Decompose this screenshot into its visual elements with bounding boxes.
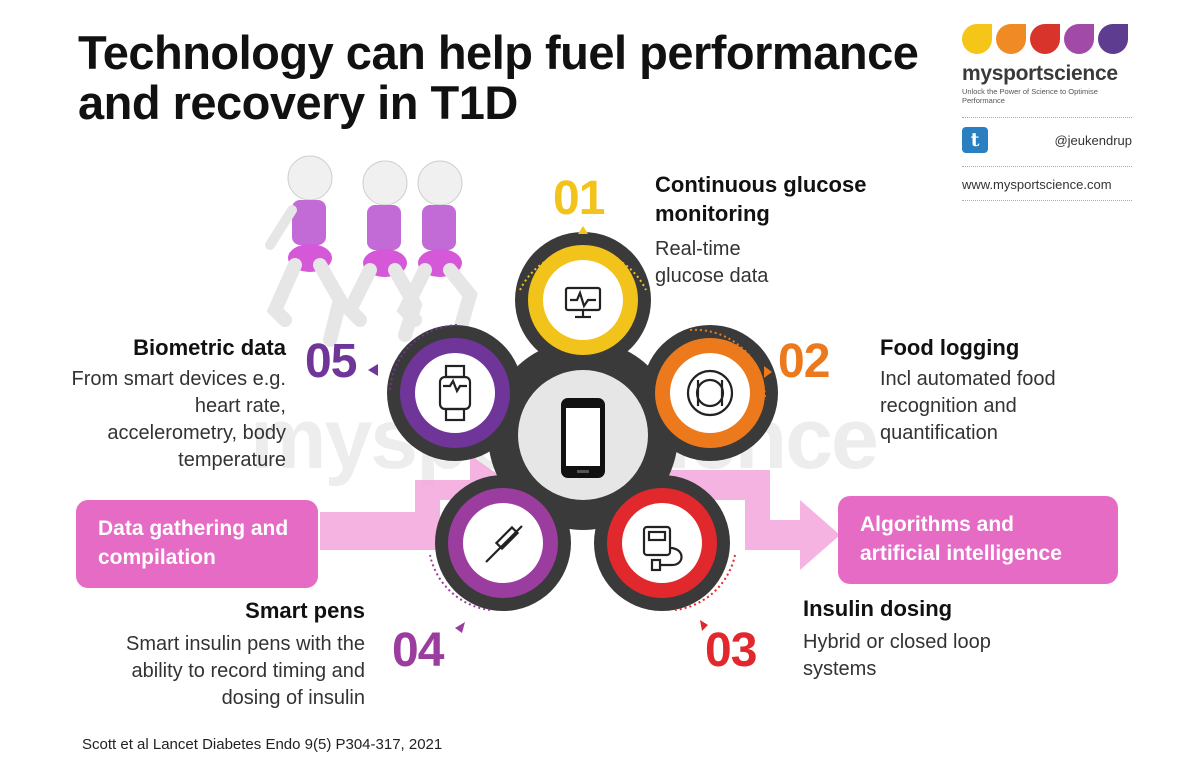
logo-drop	[996, 24, 1026, 54]
ring-04[interactable]	[448, 488, 558, 598]
number-02: 02	[778, 335, 830, 388]
item-description: Incl automated food recognition and quan…	[880, 368, 1056, 444]
item-heading: Insulin dosing	[803, 596, 953, 621]
number-03: 03	[705, 624, 757, 677]
ring-03[interactable]	[607, 488, 717, 598]
item-heading: Biometric data	[133, 335, 286, 360]
divider	[962, 200, 1132, 201]
ring-05[interactable]	[400, 338, 510, 448]
divider	[962, 166, 1132, 167]
item-heading: Smart pens	[245, 598, 365, 623]
brand-tagline: Unlock the Power of Science to Optimise …	[962, 87, 1098, 105]
item-heading: Food logging	[880, 335, 1020, 360]
citation: Scott et al Lancet Diabetes Endo 9(5) P3…	[82, 736, 443, 753]
item-01-block: Continuous glucose monitoring Real-time …	[655, 170, 925, 290]
number-05: 05	[305, 335, 357, 388]
brand-name: mysportscience	[962, 62, 1118, 85]
item-03-block: Insulin dosing Hybrid or closed loop sys…	[803, 594, 1043, 683]
website-link[interactable]: www.mysportscience.com	[962, 177, 1112, 192]
smartphone-icon	[561, 398, 605, 478]
item-02-block: Food logging Incl automated food recogni…	[880, 333, 1080, 447]
plate-icon	[686, 369, 734, 417]
logo-drop	[1098, 24, 1128, 54]
twitter-handle[interactable]: @jeukendrup	[1054, 132, 1132, 148]
page-title: Technology can help fuel performance and…	[78, 26, 919, 129]
item-description: From smart devices e.g. heart rate, acce…	[71, 368, 286, 471]
data-gathering-box: Data gathering and compilation	[76, 500, 318, 588]
item-description: Hybrid or closed loop systems	[803, 631, 991, 680]
smartwatch-icon	[438, 364, 472, 422]
item-heading: Continuous glucose monitoring	[655, 172, 867, 226]
algorithms-ai-box: Algorithms and artificial intelligence	[838, 496, 1118, 584]
logo-drop	[1030, 24, 1060, 54]
brand-logo-drops	[962, 24, 1132, 56]
number-01: 01	[553, 172, 605, 225]
insulin-pump-icon	[642, 525, 683, 572]
number-04: 04	[392, 624, 444, 677]
item-description: Real-time glucose data	[655, 238, 769, 287]
pen-icon	[485, 525, 523, 563]
runners-illustration	[265, 155, 478, 347]
connector-arcs	[389, 249, 767, 611]
item-05-block: Biometric data From smart devices e.g. h…	[70, 333, 286, 474]
item-04-block: Smart pens Smart insulin pens with the a…	[80, 596, 365, 712]
twitter-icon[interactable]: t	[962, 127, 988, 153]
item-description: Smart insulin pens with the ability to r…	[125, 633, 365, 709]
logo-drop	[1064, 24, 1094, 54]
logo-drop	[962, 24, 992, 54]
monitor-icon	[564, 286, 602, 319]
brand-block: mysportscience Unlock the Power of Scien…	[962, 24, 1132, 201]
connector-arrows	[368, 226, 772, 633]
ring-02[interactable]	[655, 338, 765, 448]
divider	[962, 117, 1132, 118]
